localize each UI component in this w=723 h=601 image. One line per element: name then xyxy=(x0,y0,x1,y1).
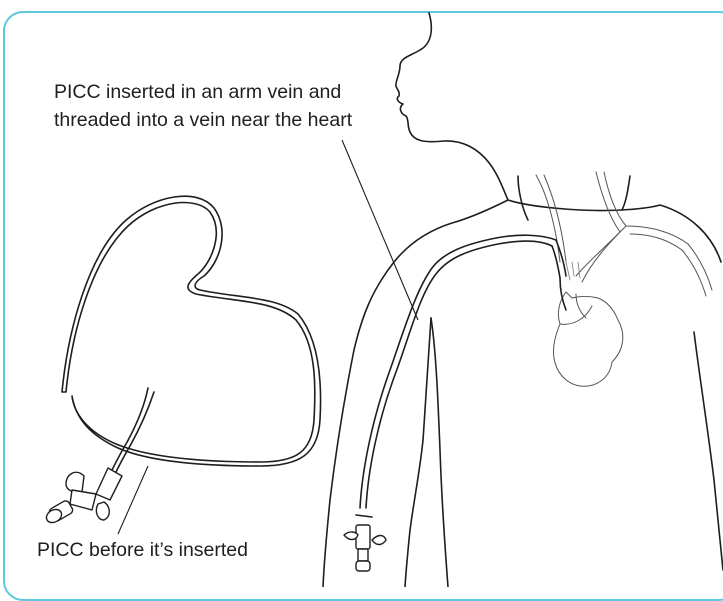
picc-hub-connector xyxy=(44,468,122,525)
leader-line-inserted xyxy=(342,140,418,320)
label-picc-inserted: PICC inserted in an arm vein and threade… xyxy=(54,78,384,134)
inserted-picc-catheter xyxy=(360,235,566,508)
inserted-picc-hub xyxy=(344,515,386,571)
label-picc-before: PICC before it’s inserted xyxy=(37,536,248,564)
vein-diagram xyxy=(536,172,712,296)
coiled-picc-catheter xyxy=(62,196,321,472)
child-head-outline xyxy=(396,13,508,200)
